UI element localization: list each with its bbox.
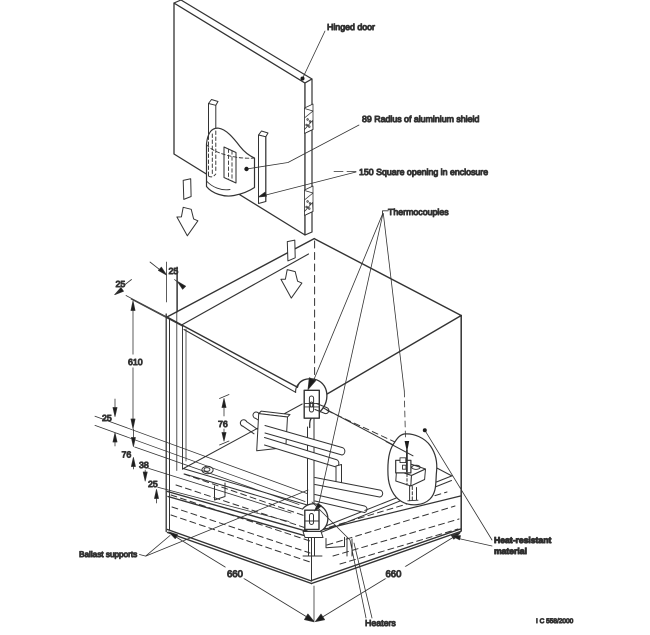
- svg-text:25: 25: [102, 413, 112, 423]
- svg-text:150 Square opening in enclosu: 150 Square opening in enclosure: [359, 167, 488, 177]
- svg-text:76: 76: [218, 419, 228, 429]
- svg-text:Thermocouples: Thermocouples: [388, 207, 449, 217]
- svg-text:I C 558/2000: I C 558/2000: [536, 618, 574, 625]
- svg-text:Heaters: Heaters: [365, 618, 396, 628]
- svg-text:25: 25: [148, 479, 158, 489]
- svg-text:Hinged door: Hinged door: [327, 22, 375, 32]
- svg-text:38: 38: [139, 460, 149, 470]
- svg-text:material: material: [494, 546, 527, 556]
- svg-text:25: 25: [116, 279, 126, 289]
- svg-text:89 Radius of aluminium shield: 89 Radius of aluminium shield: [362, 114, 479, 124]
- svg-text:25: 25: [169, 266, 179, 276]
- svg-text:Ballast supports: Ballast supports: [79, 550, 137, 559]
- svg-text:660: 660: [227, 569, 243, 580]
- svg-text:660: 660: [386, 569, 402, 580]
- svg-text:610: 610: [128, 357, 143, 367]
- svg-text:76: 76: [122, 450, 132, 460]
- svg-text:Heat-resistant: Heat-resistant: [494, 535, 551, 545]
